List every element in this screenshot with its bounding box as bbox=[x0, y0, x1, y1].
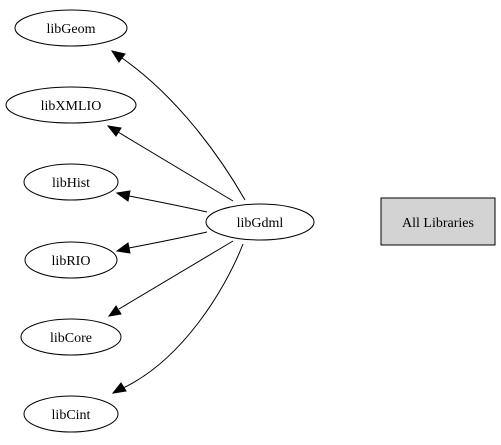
edge-libgdml-libxmlio bbox=[106, 125, 234, 202]
edge-libgdml-librio bbox=[115, 231, 208, 254]
edge-libgdml-libhist bbox=[115, 190, 208, 213]
node-label: libXMLIO bbox=[41, 99, 102, 114]
node-label: libRIO bbox=[52, 254, 91, 269]
node-libcint[interactable]: libCint bbox=[23, 395, 119, 433]
node-librio[interactable]: libRIO bbox=[24, 241, 118, 279]
edge-libgdml-libcint bbox=[111, 243, 244, 394]
all-libraries-link[interactable]: All Libraries bbox=[380, 197, 496, 246]
edge-libgdml-libgeom bbox=[110, 50, 246, 201]
node-libcore[interactable]: libCore bbox=[20, 318, 122, 356]
edge-libgdml-libcore bbox=[107, 240, 234, 317]
all-libraries-label: All Libraries bbox=[402, 216, 474, 231]
node-libgeom[interactable]: libGeom bbox=[14, 9, 128, 47]
node-label: libCore bbox=[50, 331, 92, 346]
node-label: libHist bbox=[52, 176, 90, 191]
node-libxmlio[interactable]: libXMLIO bbox=[5, 86, 137, 124]
node-libgdml[interactable]: libGdml bbox=[205, 203, 315, 241]
node-libhist[interactable]: libHist bbox=[23, 163, 119, 201]
node-label: libGeom bbox=[47, 22, 96, 37]
node-label: libCint bbox=[52, 408, 91, 423]
node-label: libGdml bbox=[237, 216, 284, 231]
